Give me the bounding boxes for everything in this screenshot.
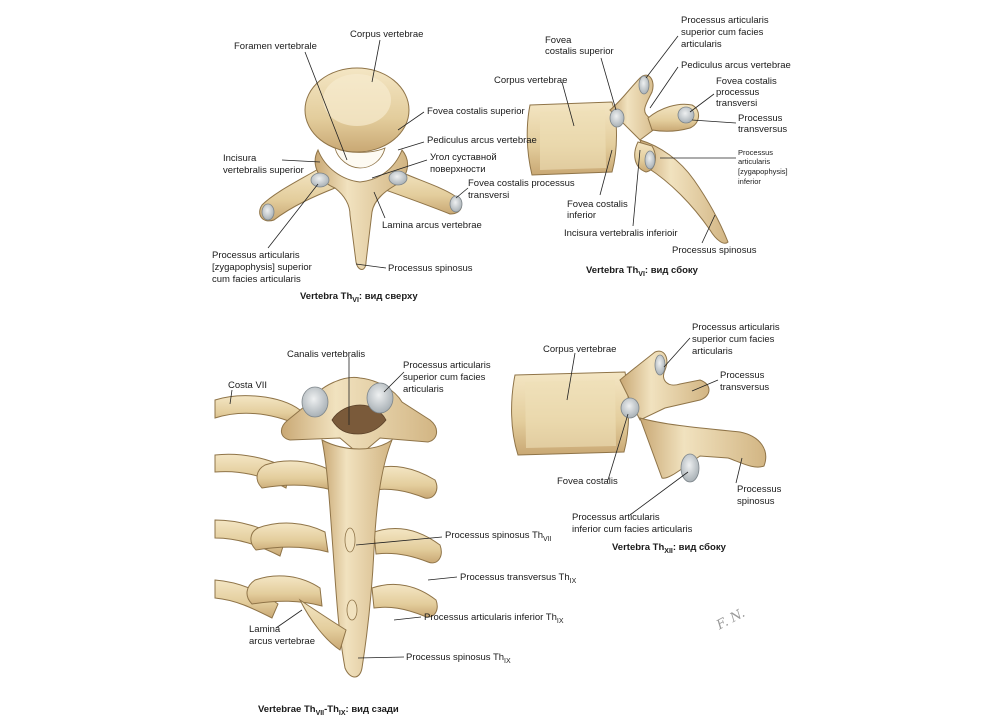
label-p4-proc-art-inf-line1: Processus articularis xyxy=(572,512,660,523)
label-proc-art-sup-line2: superior cum facies xyxy=(681,27,764,38)
label-canalis-vertebralis: Canalis vertebralis xyxy=(287,349,366,360)
label-proc-art-inf-line3: [zygapophysis] xyxy=(738,167,788,176)
articular-facet-right xyxy=(388,170,408,186)
label-proc-art-inf-line4: inferior xyxy=(738,177,761,186)
label-pediculus-side: Pediculus arcus vertebrae xyxy=(681,60,791,71)
label-p4-proc-art-inf-line2: inferior cum facies articularis xyxy=(572,524,693,535)
superior-articular-facet-left xyxy=(301,386,329,418)
leader-lines xyxy=(229,35,743,659)
label-proc-articularis-line2: [zygapophysis] superior xyxy=(212,262,312,273)
label-incisura-line1: Incisura xyxy=(223,153,257,164)
label-proc-art-inf-line2: articularis xyxy=(738,157,771,166)
label-foramen-vertebrale: Foramen vertebrale xyxy=(234,41,317,52)
label-proc-trans-line1: Processus xyxy=(738,113,783,124)
caption-th7-th9-posterior: Vertebrae ThVII-ThIX: вид сзади xyxy=(258,704,399,717)
foramen-vertebrale xyxy=(334,147,386,169)
canalis-vertebralis-opening xyxy=(331,404,387,435)
label-processus-spinosus: Processus spinosus xyxy=(388,263,473,274)
label-lamina-arcus-vertebrae: Lamina arcus vertebrae xyxy=(382,220,482,231)
label-costa-vii: Costa VII xyxy=(228,380,268,391)
vertebra-th12-side-view xyxy=(511,350,767,483)
spinous-column xyxy=(321,438,394,678)
label-pediculus-arcus-vertebrae: Pediculus arcus vertebrae xyxy=(427,135,537,146)
label-proc-art-sup-line3: articularis xyxy=(681,39,722,50)
label-p4-proc-trans-line1: Processus xyxy=(720,370,765,381)
label-spinosus-th7: Processus spinosus ThVII xyxy=(445,530,552,543)
label-p4-proc-spin-line1: Processus xyxy=(737,484,782,495)
label-fovea-proc-line2: processus xyxy=(716,87,760,98)
label-lamina-line1: Lamina xyxy=(249,624,281,635)
label-proc-spinosus-side: Processus spinosus xyxy=(672,245,757,256)
label-corpus-vertebrae: Corpus vertebrae xyxy=(350,29,424,40)
label-fovea-inf-line2: inferior xyxy=(567,210,597,221)
vertebra-th6-side-view xyxy=(526,74,729,244)
label-p4-proc-spin-line2: spinosus xyxy=(737,496,775,507)
label-fovea-inf-line1: Fovea costalis xyxy=(567,199,628,210)
label-articularis-inferior-th9: Processus articularis inferior ThIX xyxy=(424,612,564,625)
label-fovea-proc-line3: transversi xyxy=(716,98,758,109)
label-transversus-th9: Processus transversus ThIX xyxy=(460,572,577,585)
fovea-costalis-th12 xyxy=(620,397,640,419)
label-ugol-line2: поверхности xyxy=(430,164,486,175)
label-fovea-costalis-superior: Fovea costalis superior xyxy=(427,106,525,117)
label-proc-trans-line2: transversus xyxy=(738,124,788,135)
label-fovea-costalis-processus-line2: transversi xyxy=(468,190,510,201)
label-p4-proc-trans-line2: transversus xyxy=(720,382,770,393)
spinous-process-side xyxy=(639,139,729,244)
fovea-costalis-superior-facet xyxy=(609,108,625,128)
spinous-process-th12 xyxy=(639,417,767,479)
label-p3-proc-art-sup-line1: Processus articularis xyxy=(403,360,491,371)
label-p4-proc-art-sup-line2: superior cum facies xyxy=(692,334,775,345)
label-proc-articularis-line3: cum facies articularis xyxy=(212,274,301,285)
label-p3-proc-art-sup-line2: superior cum facies xyxy=(403,372,486,383)
superior-articular-process-th12 xyxy=(619,350,710,421)
label-lamina-line2: arcus vertebrae xyxy=(249,636,316,647)
label-spinosus-th9: Processus spinosus ThIX xyxy=(406,652,511,665)
label-p3-proc-art-sup-line3: articularis xyxy=(403,384,444,395)
label-fovea-proc-line1: Fovea costalis xyxy=(716,76,777,87)
label-incisura-inferioir: Incisura vertebralis inferioir xyxy=(564,228,678,239)
caption-th12-side: Vertebra ThXII: вид сбоку xyxy=(612,542,726,555)
label-proc-art-inf-line1: Processus xyxy=(738,148,774,157)
articular-facet-left xyxy=(310,172,330,188)
vertebra-th6-top-view xyxy=(259,67,463,270)
label-fovea-costalis-th12: Fovea costalis xyxy=(557,476,618,487)
superior-articular-facet-right xyxy=(366,382,394,414)
vertebrae-th7-th9-posterior-view xyxy=(214,376,442,678)
label-p4-proc-art-sup-line1: Processus articularis xyxy=(692,322,780,333)
label-corpus-th12: Corpus vertebrae xyxy=(543,344,617,355)
label-ugol-line1: Угол суставной xyxy=(430,152,497,163)
caption-th6-top: Vertebra ThVI: вид сверху xyxy=(300,291,418,304)
label-p4-proc-art-sup-line3: articularis xyxy=(692,346,733,357)
label-fovea-costalis-processus-line1: Fovea costalis processus xyxy=(468,178,575,189)
label-proc-articularis-line1: Processus articularis xyxy=(212,250,300,261)
caption-th6-side: Vertebra ThVI: вид сбоку xyxy=(586,265,698,278)
label-fovea-sup-line2: costalis superior xyxy=(545,46,614,57)
label-incisura-line2: vertebralis superior xyxy=(223,165,304,176)
label-proc-art-sup-line1: Processus articularis xyxy=(681,15,769,26)
label-corpus-side: Corpus vertebrae xyxy=(494,75,568,86)
label-fovea-sup-line1: Fovea xyxy=(545,35,572,46)
